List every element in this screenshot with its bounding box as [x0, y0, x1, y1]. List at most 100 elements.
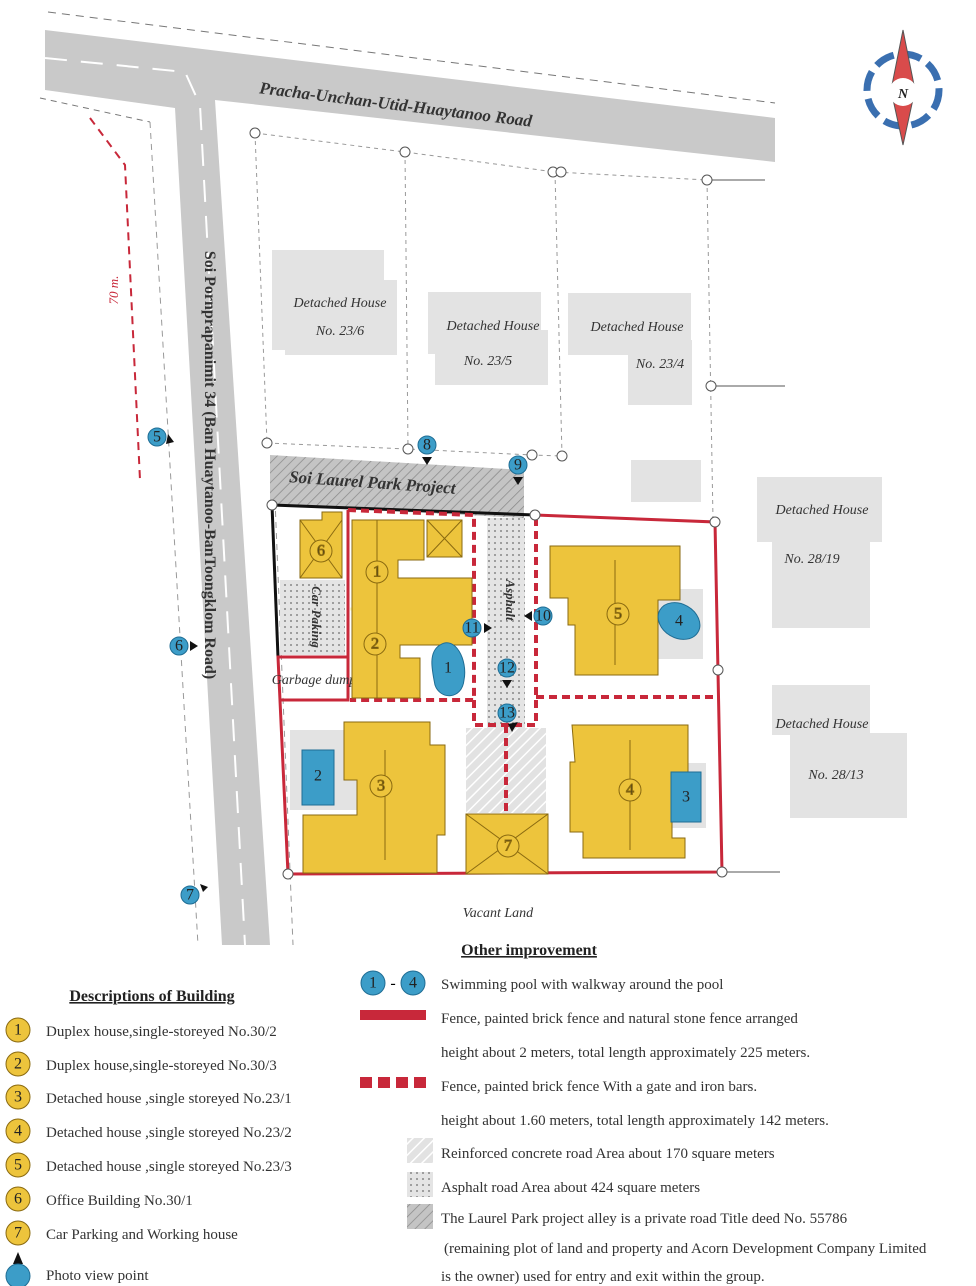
svg-text:Detached House: Detached House: [775, 717, 869, 732]
legend-asphalt-text: Asphalt road Area about 424 square meter…: [441, 1180, 700, 1196]
legend-concrete-text: Reinforced concrete road Area about 170 …: [441, 1146, 775, 1162]
svg-text:6: 6: [175, 638, 183, 655]
dashed-fence: [347, 508, 715, 812]
distance-label: 70 m.: [106, 276, 121, 305]
svg-text:Duplex house,single-storeyed: Duplex house,single-storeyed No.30/2: [46, 1024, 277, 1040]
svg-text:2: 2: [14, 1056, 22, 1073]
svg-text:-: -: [390, 975, 395, 992]
legend-dashed-fence-icon: [360, 1077, 426, 1088]
svg-text:6: 6: [317, 543, 325, 560]
legend-building-items: 1 Duplex house,single-storeyed No.30/2 2…: [5, 1017, 292, 1246]
svg-text:8: 8: [423, 437, 431, 454]
legend-fence2-text-2: height about 1.60 meters, total length a…: [441, 1113, 829, 1129]
neighbor-house: Detached House No. 23/6: [272, 250, 397, 355]
legend-fence1-text: Fence, painted brick fence and natural s…: [441, 1011, 798, 1027]
legend-alley-icon: [407, 1204, 433, 1229]
vacant-land-label: Vacant Land: [463, 906, 534, 921]
legend-alley-text-3: is the owner) used for entry and exit wi…: [441, 1269, 765, 1285]
neighbor-structure: [631, 460, 701, 502]
svg-text:Detached house ,single storeye: Detached house ,single storeyed No.23/1: [46, 1091, 292, 1107]
neighbor-house: Detached House No. 23/4: [568, 293, 692, 405]
road-boundary: [39, 97, 151, 123]
svg-text:5: 5: [614, 606, 622, 623]
svg-text:No. 23/5: No. 23/5: [463, 354, 512, 369]
legend-alley-text: The Laurel Park project alley is a priva…: [441, 1211, 848, 1227]
svg-text:No. 23/6: No. 23/6: [315, 324, 364, 339]
svg-text:Detached house ,single storeye: Detached house ,single storeyed No.23/3: [46, 1159, 292, 1175]
black-fence: [270, 504, 280, 658]
garbage-dump-label: Garbage dump: [272, 673, 356, 688]
svg-text:4: 4: [626, 782, 634, 799]
svg-text:5: 5: [153, 429, 161, 446]
svg-text:9: 9: [514, 457, 522, 474]
photo-view-point-label: Photo view point: [46, 1268, 149, 1284]
road-boundary: [149, 121, 199, 946]
legend-alley-text-2: (remaining plot of land and property and…: [444, 1241, 927, 1257]
svg-text:1: 1: [369, 975, 377, 992]
descriptions-title: Descriptions of Building: [69, 988, 234, 1005]
legend-pool-text: Swimming pool with walkway around the po…: [441, 977, 723, 993]
road-boundary: [274, 499, 294, 946]
svg-text:4: 4: [675, 613, 683, 630]
svg-text:4: 4: [409, 975, 417, 992]
swimming-pools: 1 2 3 4: [301, 602, 702, 823]
svg-text:No. 28/19: No. 28/19: [783, 552, 839, 567]
legend-solid-fence-icon: [360, 1010, 426, 1020]
svg-text:No. 23/4: No. 23/4: [635, 357, 684, 372]
road-boundary: [47, 11, 776, 104]
main-road: [45, 30, 775, 945]
svg-text:Detached House: Detached House: [590, 320, 684, 335]
svg-text:N: N: [897, 87, 909, 102]
legend-fence1-text-2: height about 2 meters, total length appr…: [441, 1045, 810, 1061]
svg-text:1: 1: [14, 1022, 22, 1039]
legend-concrete-icon: [407, 1138, 433, 1163]
lot-lines: [254, 132, 714, 521]
svg-text:1: 1: [444, 660, 452, 677]
svg-text:Detached House: Detached House: [446, 319, 540, 334]
neighbor-house: Detached House No. 28/13: [772, 685, 907, 818]
car-parking-label: Car Paking: [309, 586, 324, 648]
svg-text:No. 28/13: No. 28/13: [807, 768, 863, 783]
building-3: [302, 721, 446, 874]
svg-text:3: 3: [14, 1089, 22, 1106]
neighbor-house: Detached House No. 28/19: [757, 477, 882, 628]
svg-text:Duplex house,single-storeyed: Duplex house,single-storeyed No.30/3: [46, 1058, 277, 1074]
fence-markers: [266, 499, 728, 880]
legend-asphalt-icon: [407, 1172, 433, 1197]
distance-arrow: [89, 117, 141, 481]
photo-view-points[interactable]: 5 6 7 8 9 10 11 12 13: [147, 427, 553, 905]
legend-pool-icon: 1 - 4: [360, 970, 426, 996]
svg-text:10: 10: [535, 608, 551, 625]
road-centerline: [44, 57, 246, 946]
svg-text:Detached House: Detached House: [293, 296, 387, 311]
car-parking-area: [280, 580, 345, 655]
north-compass-icon: N: [863, 29, 943, 146]
svg-text:4: 4: [14, 1123, 22, 1140]
svg-text:12: 12: [499, 660, 515, 677]
laurel-park-alley: [270, 455, 524, 518]
svg-text:6: 6: [14, 1191, 22, 1208]
legend-fence2-text: Fence, painted brick fence With a gate a…: [441, 1079, 757, 1095]
svg-text:3: 3: [682, 789, 690, 806]
other-improvement-title: Other improvement: [461, 942, 598, 959]
svg-text:Office Building No.30/1: Office Building No.30/1: [46, 1193, 193, 1209]
svg-text:7: 7: [504, 838, 512, 855]
svg-text:2: 2: [371, 636, 379, 653]
asphalt-road: [487, 518, 525, 728]
svg-text:Car Parking and Working house: Car Parking and Working house: [46, 1227, 238, 1243]
svg-text:Detached House: Detached House: [775, 503, 869, 518]
asphalt-label: Asphalt: [503, 578, 518, 621]
svg-text:2: 2: [314, 768, 322, 785]
building-number-markers: 6 1 2 3 4 5 7: [309, 539, 642, 858]
neighbor-house: Detached House No. 23/5: [428, 292, 548, 385]
svg-text:3: 3: [377, 778, 385, 795]
svg-text:7: 7: [14, 1225, 22, 1242]
svg-text:11: 11: [464, 620, 479, 637]
survey-markers: [249, 127, 717, 462]
svg-text:5: 5: [14, 1157, 22, 1174]
svg-text:Detached house ,single storeye: Detached house ,single storeyed No.23/2: [46, 1125, 292, 1141]
svg-text:1: 1: [373, 564, 381, 581]
photo-view-point-icon: [5, 1252, 31, 1286]
svg-text:7: 7: [186, 887, 194, 904]
